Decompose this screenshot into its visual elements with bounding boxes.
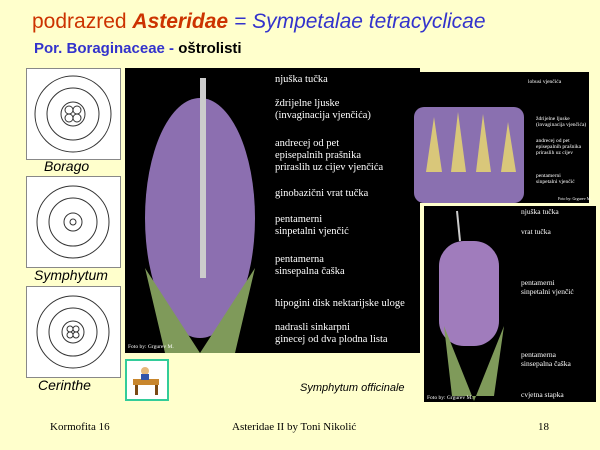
symphytum-floral-diagram: [26, 176, 121, 268]
person-at-desk-icon: [133, 367, 159, 395]
label: priraslih uz cijev vjenčića: [275, 162, 384, 173]
diagram-label: Symphytum: [34, 267, 108, 283]
label: hipogini disk nektarijske uloge: [275, 298, 405, 309]
label: njuška tučka: [275, 74, 328, 85]
label: sinpetalni vjenčić: [275, 226, 349, 237]
label: vrat tučka: [521, 227, 551, 236]
label: ždrijelne ljuske: [275, 98, 340, 109]
borago-floral-diagram: [26, 68, 121, 160]
label: cvjetna stapka: [521, 390, 564, 399]
diagram-label: Borago: [44, 158, 90, 174]
label: nadrasli sinkarpni: [275, 322, 350, 333]
label: (invaginacija vjenčića): [536, 122, 587, 128]
diagram-label: Cerinthe: [38, 377, 91, 393]
footer-left: Kormofita 16: [50, 421, 110, 433]
photo-credit: Foto by: Grgurev M.: [128, 344, 174, 350]
photo-credit: Foto by: Grgurev M.: [427, 395, 473, 401]
page-number: 18: [538, 421, 549, 433]
label: ginobazični vrat tučka: [275, 188, 369, 199]
label: (invaginacija vjenčića): [275, 110, 371, 121]
corolla-open-photo: lobusi vjenčića ždrijelne ljuske (invagi…: [406, 72, 592, 203]
label: sinsepalna čaška: [521, 359, 571, 368]
label: pentamerna: [521, 350, 556, 359]
label: andrecej od pet: [275, 138, 340, 149]
label: pentamerna: [275, 254, 324, 265]
label: episepalnih prašnika: [275, 150, 362, 161]
label: lobusi vjenčića: [528, 79, 562, 85]
species-caption: Symphytum officinale: [300, 382, 405, 394]
label: pentamerni: [521, 278, 555, 287]
label: episepalnih prašnika: [536, 144, 582, 150]
footer-center: Asteridae II by Toni Nikolić: [232, 421, 357, 433]
label: pentamerni: [275, 214, 323, 225]
label: sinsepalna čaška: [275, 266, 345, 277]
label: priraslih uz cijev: [536, 150, 573, 156]
label: njuška tučka: [521, 207, 559, 216]
whole-flower-photo: njuška tučka vrat tučka pentamerni sinpe…: [424, 206, 596, 402]
cerinthe-floral-diagram: [26, 286, 121, 378]
navigation-button[interactable]: [125, 359, 169, 401]
slide-subtitle: Por. Boraginaceae - oštrolisti: [34, 40, 242, 57]
label: ginecej od dva plodna lista: [275, 334, 388, 345]
label: andrecej od pet: [536, 138, 570, 144]
label: ždrijelne ljuske: [536, 116, 570, 122]
main-flower-photo: njuška tučka ždrijelne ljuske (invaginac…: [125, 68, 420, 353]
label: sinpetalni vjenčić: [521, 287, 574, 296]
photo-credit: Foto by: Grgurev M.: [558, 196, 592, 201]
label: pentamerni: [536, 173, 561, 179]
label: sinpetalni vjenčić: [536, 179, 575, 185]
slide-title: podrazred Asteridae = Sympetalae tetracy…: [32, 10, 486, 33]
